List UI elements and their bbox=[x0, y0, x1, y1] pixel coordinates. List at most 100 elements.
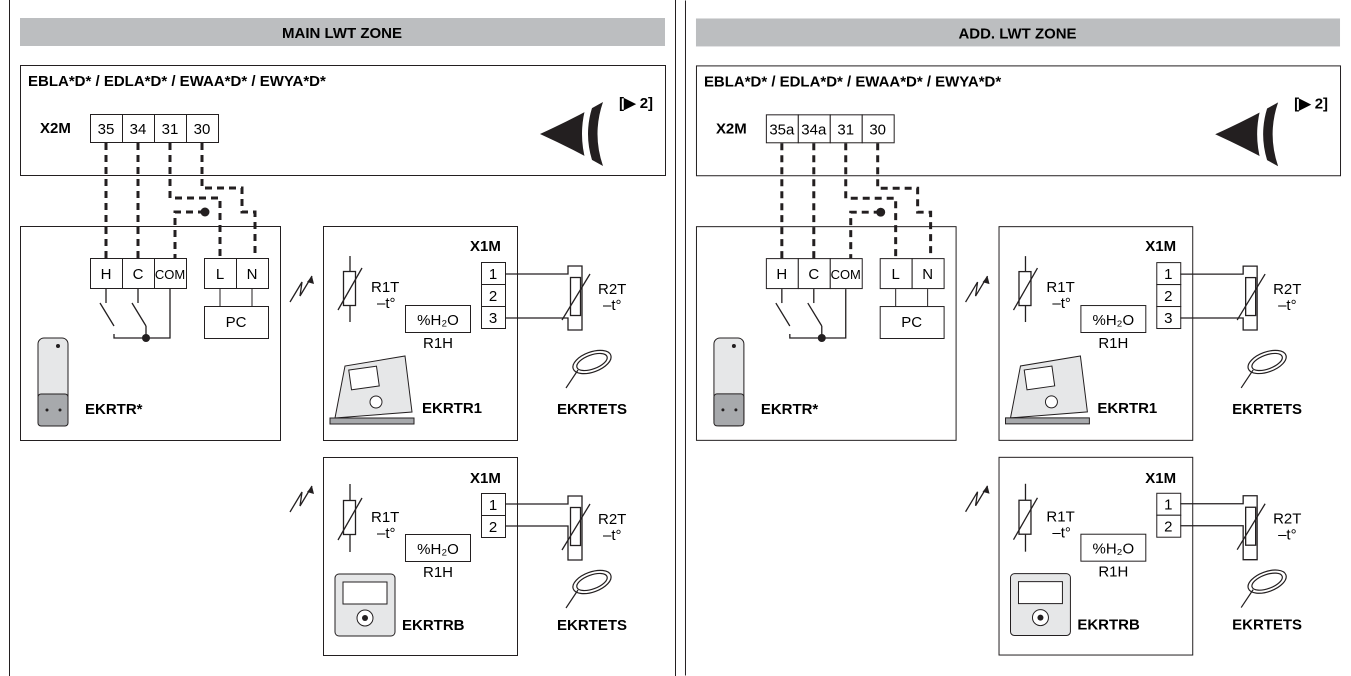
eye-icon bbox=[540, 102, 603, 166]
x2m-terminal: 34 bbox=[130, 121, 147, 138]
humidity-sensor-box bbox=[405, 305, 471, 333]
r2t-sub: –t° bbox=[1278, 297, 1296, 314]
pc-label: PC bbox=[901, 314, 922, 331]
wireless-icon bbox=[965, 485, 989, 513]
x1m-terminal: 3 bbox=[1164, 310, 1172, 327]
zone-header-bar bbox=[695, 18, 1341, 47]
dashed-wiring bbox=[104, 143, 257, 258]
x1m-label: X1M bbox=[1145, 470, 1176, 487]
main-zone-diagram: MAIN LWT ZONE EBLA*D* / EDLA*D* / EWAA*D… bbox=[9, 0, 676, 676]
r1h-label: R1H bbox=[423, 564, 453, 581]
add-zone-diagram: ADD. LWT ZONE EBLA*D* / EDLA*D* / EWAA*D… bbox=[684, 0, 1342, 676]
ekrtr1-name: EKRTR1 bbox=[422, 400, 482, 417]
h2o-label: %H₂O bbox=[1093, 541, 1135, 558]
x1m-terminal: 1 bbox=[489, 266, 497, 283]
x2m-terminal: 30 bbox=[194, 121, 211, 138]
r1t-label: R1T bbox=[1046, 509, 1074, 526]
r2t-sensor bbox=[505, 265, 591, 331]
thermistor-r1t bbox=[1012, 256, 1039, 323]
sensor-cable-icon bbox=[1240, 569, 1287, 608]
x2m-label: X2M bbox=[40, 120, 71, 137]
r2t-sensor bbox=[505, 495, 591, 561]
x2m-terminal-strip: 35a 34a 31 30 bbox=[765, 114, 895, 144]
sensor-label: EKRTETS bbox=[1232, 401, 1302, 418]
x1m-label: X1M bbox=[470, 470, 501, 487]
zone-header-bar bbox=[20, 18, 665, 46]
x2m-terminal: 30 bbox=[869, 121, 886, 138]
terminal-n: N bbox=[922, 266, 933, 283]
x2m-terminal: 31 bbox=[837, 121, 854, 138]
zone-title: ADD. LWT ZONE bbox=[958, 25, 1076, 42]
ekrtr1-box bbox=[323, 226, 518, 441]
ekrtrb-thermostat-image bbox=[334, 573, 396, 637]
receiver-terminals: H C COM L N bbox=[765, 258, 945, 290]
x1m-terminal: 2 bbox=[489, 519, 497, 536]
receiver-terminals: H C COM L N bbox=[90, 258, 269, 289]
r2t-sub: –t° bbox=[603, 297, 622, 314]
sensor-label: EKRTETS bbox=[557, 401, 627, 418]
wireless-icon bbox=[289, 485, 313, 513]
x2m-terminal-strip: 35 34 31 30 bbox=[90, 114, 219, 143]
x2m-label: X2M bbox=[716, 120, 747, 137]
r2t-label: R2T bbox=[1273, 511, 1301, 528]
thermistor-r1t bbox=[337, 484, 363, 552]
ekrtrb-thermostat-image bbox=[1010, 573, 1071, 637]
x1m-terminal: 1 bbox=[1164, 266, 1172, 283]
pc-box bbox=[879, 306, 945, 339]
relay-contacts bbox=[99, 289, 171, 339]
x1m-terminals: 1 2 3 bbox=[1156, 262, 1182, 330]
x2m-terminal: 35a bbox=[769, 121, 795, 138]
x1m-terminal: 2 bbox=[1164, 288, 1172, 305]
r2t-label: R2T bbox=[598, 281, 626, 298]
x2m-terminal: 34a bbox=[801, 121, 827, 138]
ekrtrb-name: EKRTRB bbox=[402, 617, 465, 634]
h2o-label: %H₂O bbox=[417, 541, 459, 558]
humidity-sensor-box bbox=[405, 534, 471, 562]
ekrtr1-thermostat-image bbox=[1005, 355, 1090, 425]
reference-label: [▶ 2] bbox=[619, 95, 653, 112]
ekrtrb-box bbox=[998, 456, 1194, 656]
r1h-label: R1H bbox=[423, 335, 453, 352]
terminal-n: N bbox=[247, 266, 258, 283]
h2o-label: %H₂O bbox=[417, 312, 459, 329]
pc-label: PC bbox=[226, 314, 247, 331]
outdoor-unit-box bbox=[695, 65, 1342, 177]
ekrtrb-name: EKRTRB bbox=[1077, 617, 1140, 634]
receiver-box bbox=[695, 226, 957, 441]
reference-label: [▶ 2] bbox=[1294, 95, 1328, 112]
r1t-label: R1T bbox=[371, 509, 399, 526]
r1t-sub: –t° bbox=[1052, 295, 1070, 312]
r2t-sensor bbox=[1180, 265, 1266, 331]
terminal-h: H bbox=[101, 266, 112, 283]
sensor-cable-icon bbox=[1240, 349, 1287, 389]
humidity-sensor-box bbox=[1080, 305, 1147, 334]
r1t-sub: –t° bbox=[1052, 525, 1070, 542]
model-line: EBLA*D* / EDLA*D* / EWAA*D* / EWYA*D* bbox=[704, 73, 1001, 90]
add-lwt-zone-panel: ADD. LWT ZONE EBLA*D* / EDLA*D* / EWAA*D… bbox=[676, 0, 1351, 676]
thermistor-r1t bbox=[1012, 483, 1039, 552]
x1m-terminal: 2 bbox=[1164, 519, 1172, 536]
ekrtr-receiver-image bbox=[37, 337, 69, 427]
wireless-icon bbox=[965, 275, 989, 303]
terminal-l: L bbox=[216, 266, 224, 283]
ekrtr-receiver-image bbox=[713, 337, 745, 427]
sensor-cable-icon bbox=[565, 569, 612, 609]
ekrtr1-box bbox=[998, 226, 1194, 441]
zone-title: MAIN LWT ZONE bbox=[282, 25, 402, 42]
ekrtr-label: EKRTR* bbox=[761, 401, 819, 418]
ekrtr-label: EKRTR* bbox=[85, 401, 143, 418]
r1t-label: R1T bbox=[1046, 279, 1074, 296]
outdoor-unit-box bbox=[20, 65, 666, 176]
x2m-terminal: 35 bbox=[98, 121, 115, 138]
r2t-sub: –t° bbox=[1278, 527, 1296, 544]
r1h-label: R1H bbox=[1098, 335, 1128, 352]
x1m-terminal: 1 bbox=[1164, 497, 1172, 514]
x1m-terminals: 1 2 bbox=[481, 493, 506, 538]
ekrtr1-name: EKRTR1 bbox=[1097, 400, 1157, 417]
r1t-sub: –t° bbox=[377, 295, 396, 312]
dashed-wiring bbox=[780, 143, 933, 259]
relay-contacts bbox=[775, 289, 847, 339]
r2t-label: R2T bbox=[598, 511, 626, 528]
x1m-label: X1M bbox=[470, 238, 501, 255]
terminal-h: H bbox=[776, 266, 787, 283]
